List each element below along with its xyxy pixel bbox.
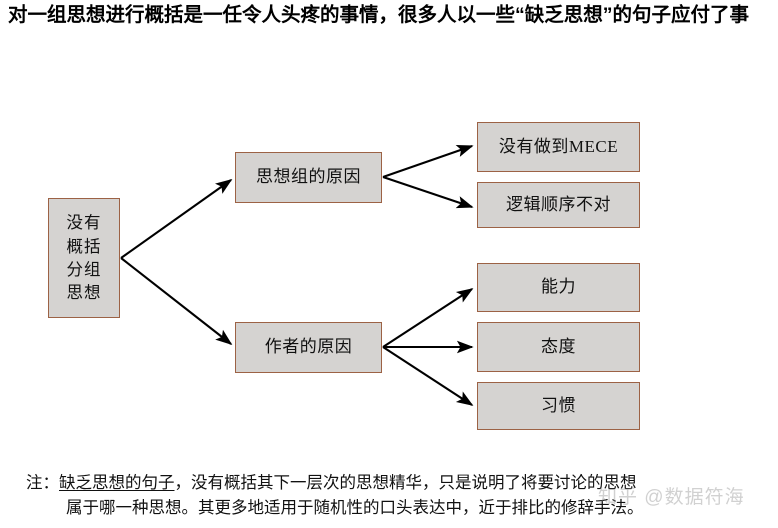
connector-root-to-mid1 [120, 179, 233, 259]
footer-note-prefix: 注： [26, 473, 59, 492]
footer-note-line2: 属于哪一种思想。其更多地适用于随机性的口头表达中，近于排比的修辞手法。 [66, 498, 644, 517]
tree-diagram: 没有 概括 分组 思想 思想组的原因 作者的原因 没有做到MECE 逻辑顺序不对… [0, 100, 778, 450]
node-leaf-habit[interactable]: 习惯 [477, 382, 640, 430]
node-leaf-habit-label: 习惯 [541, 395, 576, 415]
page-title: 对一组思想进行概括是一任令人头疼的事情，很多人以一些“缺乏思想”的句子应付了事 [8, 4, 750, 26]
connector-root-to-mid2 [120, 257, 233, 346]
node-root-line-3: 分组 [66, 260, 102, 279]
node-leaf-logic-order-label: 逻辑顺序不对 [506, 194, 611, 214]
connector-lines [120, 145, 474, 406]
node-root[interactable]: 没有 概括 分组 思想 [48, 198, 120, 318]
connector-mid1-to-leafB [382, 176, 474, 209]
node-leaf-mece-label: 没有做到MECE [498, 136, 619, 156]
node-leaf-mece[interactable]: 没有做到MECE [477, 122, 640, 172]
node-leaf-attitude-label: 态度 [541, 336, 576, 356]
node-leaf-ability-label: 能力 [541, 277, 576, 297]
node-root-line-2: 概括 [66, 236, 102, 256]
footer-note-line1-rest: ，没有概括其下一层次的思想精华，只是说明了将要讨论的思想 [174, 473, 637, 492]
node-leaf-attitude[interactable]: 态度 [477, 322, 640, 372]
connector-mid2-to-leafC [382, 288, 474, 348]
connector-mid2-to-leafE [382, 346, 474, 406]
node-leaf-ability[interactable]: 能力 [477, 263, 640, 312]
node-branch-author[interactable]: 作者的原因 [235, 322, 382, 373]
node-root-line-1: 没有 [66, 213, 102, 233]
connector-mid1-to-leafA [382, 145, 474, 178]
node-root-line-4: 思想 [66, 283, 102, 303]
node-leaf-logic-order[interactable]: 逻辑顺序不对 [477, 182, 640, 228]
node-branch-thought-group[interactable]: 思想组的原因 [235, 152, 382, 203]
footer-note-emphasis: 缺乏思想的句子 [59, 473, 175, 492]
footer-note: 注：缺乏思想的句子，没有概括其下一层次的思想精华，只是说明了将要讨论的思想 属于… [26, 470, 766, 520]
node-branch-thought-group-label: 思想组的原因 [256, 167, 361, 187]
node-branch-author-label: 作者的原因 [264, 337, 353, 357]
